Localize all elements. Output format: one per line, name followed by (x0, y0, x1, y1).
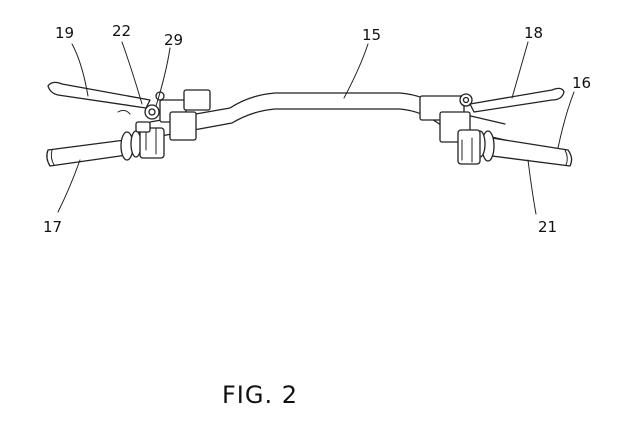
right-lever (469, 87, 565, 113)
label-19: 19 (55, 24, 74, 42)
leader-lines (57, 41, 575, 215)
label-29: 29 (164, 31, 183, 49)
label-17: 17 (43, 218, 62, 236)
left-grip (46, 130, 142, 167)
label-21: 21 (538, 218, 557, 236)
label-22: 22 (112, 22, 131, 40)
right-grip (474, 130, 573, 167)
right-control-assembly (419, 93, 481, 165)
label-18: 18 (524, 24, 543, 42)
left-lever (47, 81, 151, 109)
label-15: 15 (362, 26, 381, 44)
figure-caption: FIG. 2 (222, 381, 298, 409)
left-control-assembly (117, 89, 211, 159)
label-16: 16 (572, 74, 591, 92)
